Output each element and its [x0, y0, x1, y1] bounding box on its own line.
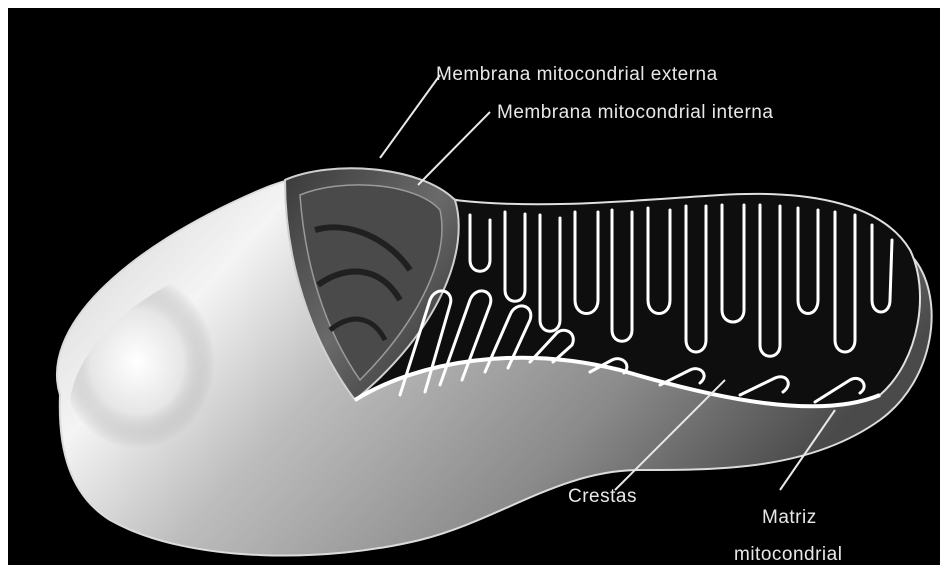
label-inner-membrane: Membrana mitocondrial interna — [497, 102, 773, 123]
label-matrix-line2: mitocondrial — [734, 544, 842, 565]
label-cristae: Crestas — [568, 486, 637, 507]
label-outer-membrane: Membrana mitocondrial externa — [436, 64, 718, 85]
label-matrix-line1: Matriz — [762, 507, 817, 528]
